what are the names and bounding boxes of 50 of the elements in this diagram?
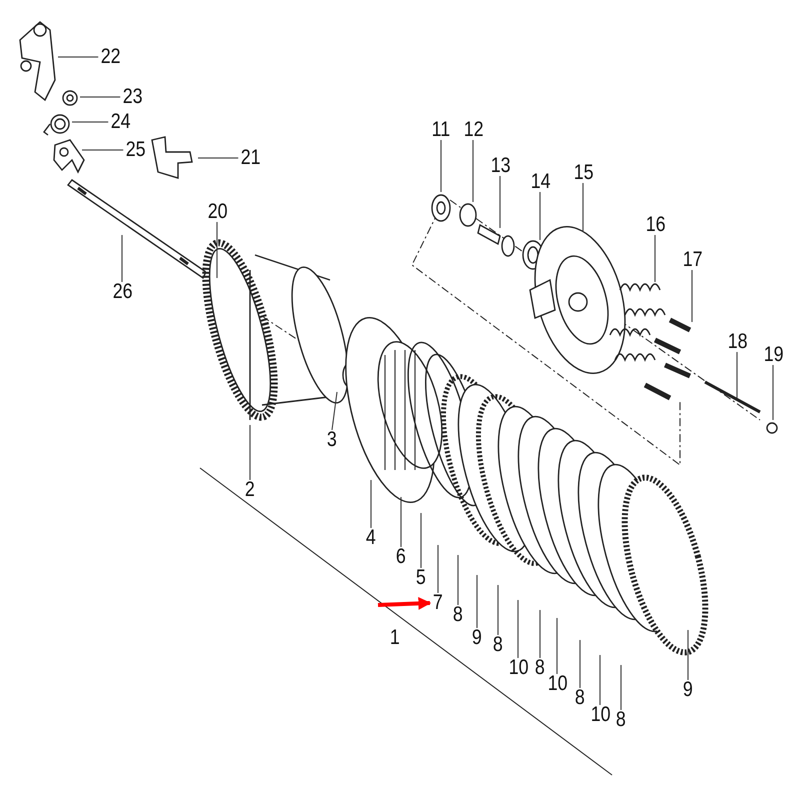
callout-number: 23: [122, 86, 142, 108]
leader-line: [556, 618, 558, 674]
callout-number: 10: [508, 657, 528, 679]
leader-line: [400, 496, 402, 548]
callout-number: 22: [100, 46, 120, 68]
callout-number: 15: [573, 162, 594, 184]
arrow: [378, 597, 432, 610]
callout-number: 8: [574, 687, 585, 709]
leader-line: [370, 480, 372, 528]
callout-number: 3: [326, 429, 337, 451]
leader-line: [772, 364, 774, 420]
callout-number: 10: [547, 673, 568, 695]
callout-number: 9: [472, 627, 482, 649]
callout-number: 12: [463, 119, 484, 141]
callout-number: 7: [432, 592, 443, 614]
callout-number: 17: [682, 249, 702, 271]
callout-number: 8: [492, 634, 503, 656]
leader-line: [216, 222, 218, 278]
callout-number: 25: [125, 139, 146, 161]
leader-line: [440, 140, 442, 192]
leader-line: [620, 664, 622, 710]
callout-number: 19: [763, 344, 784, 366]
callout-number: 16: [645, 214, 666, 236]
leader-line: [654, 234, 656, 282]
leader-line: [736, 352, 738, 398]
leader-line: [80, 96, 121, 98]
callout-number: 18: [727, 331, 748, 353]
callout-number: 9: [682, 679, 693, 701]
callout-number: 14: [530, 171, 550, 193]
callout-number: 4: [366, 527, 376, 549]
leader-line: [472, 140, 474, 202]
callout-number: 5: [416, 567, 426, 589]
callout-number: 13: [490, 155, 510, 177]
callout-number: 21: [240, 147, 260, 169]
callout-number: 26: [112, 281, 132, 303]
leader-line: [332, 392, 338, 430]
callout-number: 2: [244, 479, 255, 501]
callout-number: 24: [110, 111, 130, 133]
callout-number: 8: [452, 604, 463, 626]
callout-number: 20: [207, 201, 228, 223]
leader-line: [58, 56, 99, 58]
callout-number: 8: [616, 709, 626, 731]
callout-number: 6: [396, 546, 406, 568]
callout-number: 1: [390, 627, 400, 649]
callout-number: 11: [432, 119, 450, 141]
callout-number: 8: [534, 657, 545, 679]
callout-number: 10: [590, 704, 610, 726]
leader-line: [420, 512, 422, 568]
leader-line: [476, 574, 478, 628]
leader-line: [582, 182, 584, 232]
